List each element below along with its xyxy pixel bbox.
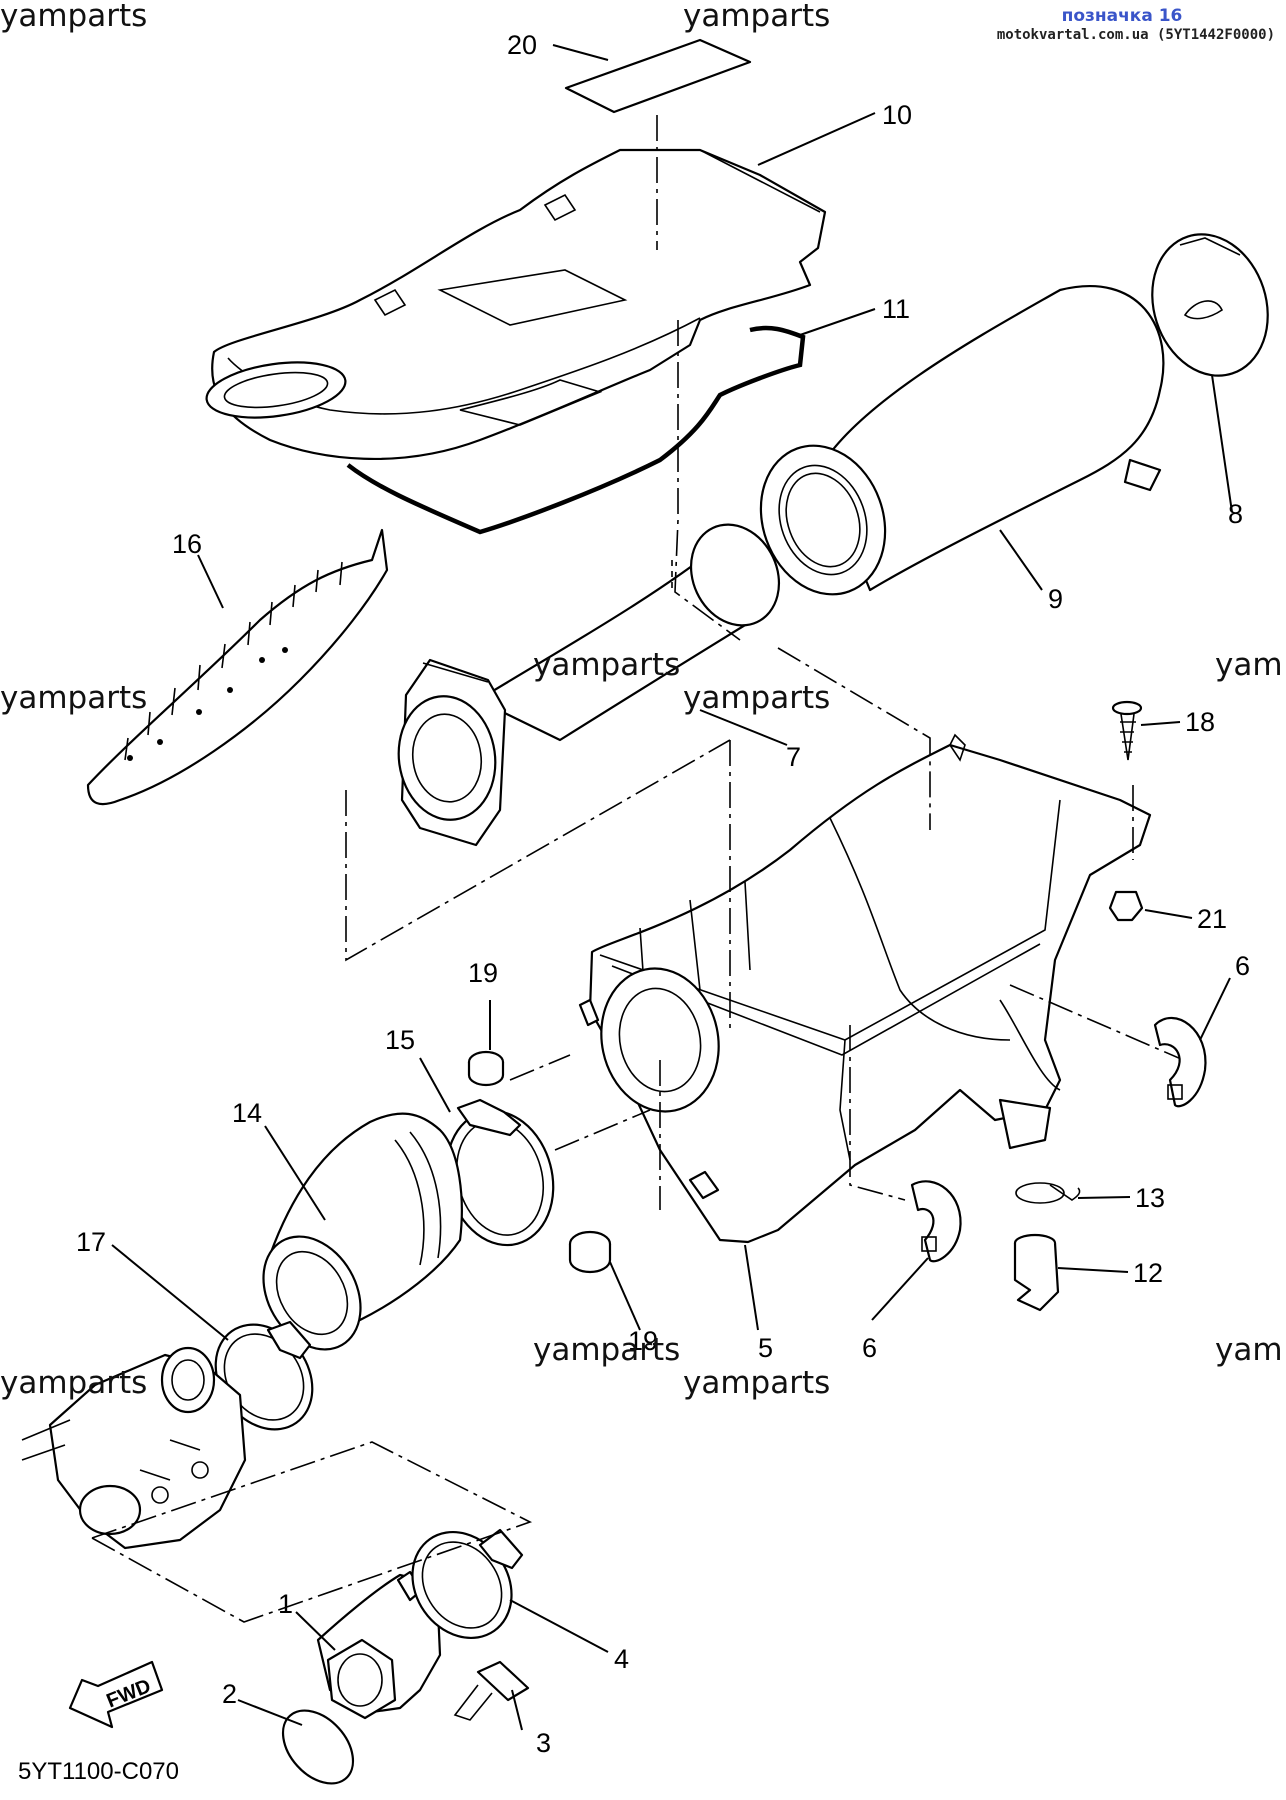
callout-8: 8 <box>1228 499 1243 529</box>
callout-20: 20 <box>507 30 537 60</box>
part-4-clamp <box>411 1528 524 1640</box>
watermark: yamparts <box>683 1365 830 1401</box>
part-11-gasket <box>346 325 806 535</box>
leader-lines <box>111 44 1233 1731</box>
part-13-clip <box>1015 1182 1081 1204</box>
part-12-drain-cap <box>1013 1233 1060 1312</box>
part-16-element-plate <box>86 528 389 806</box>
reference-frame <box>91 1441 533 1623</box>
watermark: yamparts <box>0 680 147 716</box>
watermark: yamparts <box>533 1332 680 1368</box>
part-10-case-cap <box>205 148 827 461</box>
callout-2: 2 <box>222 1679 237 1709</box>
callout-21: 21 <box>1197 904 1227 934</box>
callout-10: 10 <box>882 100 912 130</box>
callout-3: 3 <box>536 1728 551 1758</box>
carburetor-reference <box>21 1346 247 1550</box>
part-15-hose-clamp <box>445 1098 555 1247</box>
part-6-clamp-left <box>910 1180 962 1263</box>
callout-19-upper: 19 <box>468 958 498 988</box>
diagram-code: 5YT1100-C070 <box>18 1758 179 1785</box>
watermark-partial: yam <box>1215 647 1283 683</box>
callout-17: 17 <box>76 1227 106 1257</box>
callout-4: 4 <box>614 1644 629 1674</box>
callout-5: 5 <box>758 1333 773 1363</box>
watermark: yamparts <box>0 1365 147 1401</box>
watermark: yamparts <box>683 0 830 34</box>
part-7-joint <box>397 523 781 847</box>
callout-6-right: 6 <box>1235 951 1250 981</box>
callout-13: 13 <box>1135 1183 1165 1213</box>
callout-6-left: 6 <box>862 1333 877 1363</box>
part-18-screw <box>1111 700 1143 761</box>
part-19-grommet-lower <box>568 1230 612 1274</box>
watermark-partial: yam <box>1215 1332 1283 1368</box>
watermark: yamparts <box>683 680 830 716</box>
callout-1: 1 <box>278 1589 293 1619</box>
part-19-grommet-upper <box>467 1050 505 1087</box>
part-1-intake-manifold <box>316 1570 442 1720</box>
callout-15: 15 <box>385 1025 415 1055</box>
part-9-filter-element <box>759 284 1165 596</box>
watermark: yamparts <box>533 647 680 683</box>
callout-16: 16 <box>172 529 202 559</box>
callout-labels: 20 10 11 16 8 9 7 18 21 6 13 12 6 5 19 1… <box>76 30 1250 1758</box>
part-5-filter-case <box>578 458 1162 1244</box>
watermark: yamparts <box>0 0 147 34</box>
fwd-arrow-icon: FWD <box>68 1660 164 1729</box>
part-20-label <box>564 38 752 114</box>
part-21-nut <box>1108 890 1144 922</box>
part-6-clamp-right <box>1153 1016 1207 1108</box>
part-14-joint-boot <box>262 1112 463 1351</box>
part-8-element-cap <box>1151 233 1269 377</box>
callout-18: 18 <box>1185 707 1215 737</box>
watermarks: yamparts yamparts yamparts yamparts yamp… <box>0 0 1283 1401</box>
callout-19-lower: 19 <box>628 1326 658 1356</box>
assembly-lines <box>345 115 1196 1210</box>
part-3-bolt <box>453 1660 530 1721</box>
callout-9: 9 <box>1048 584 1063 614</box>
callout-14: 14 <box>232 1098 262 1128</box>
stamp-site-code: motokvartal.com.ua (5YT1442F0000) <box>996 27 1275 43</box>
callout-12: 12 <box>1133 1258 1163 1288</box>
stamp-title: позначка 16 <box>1061 6 1183 26</box>
callout-11: 11 <box>882 294 910 324</box>
part-2-o-ring <box>281 1709 355 1785</box>
callout-7: 7 <box>786 742 801 772</box>
